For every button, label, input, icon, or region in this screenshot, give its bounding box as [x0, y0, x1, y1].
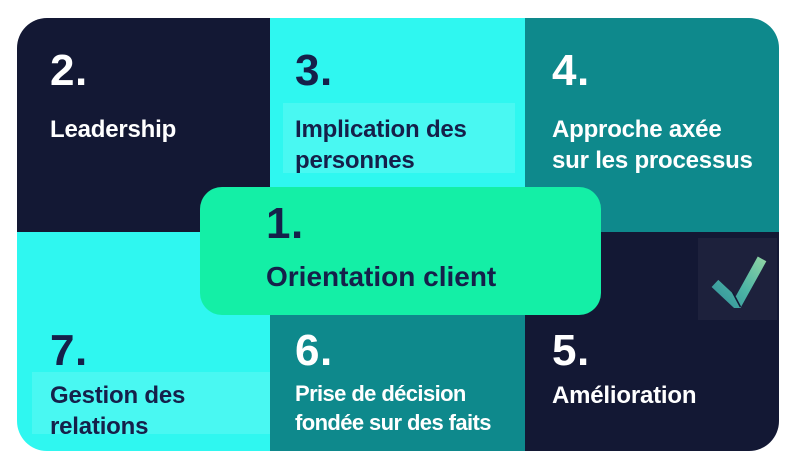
- label-highlight-band: [283, 103, 515, 173]
- principle-label: Gestion des relations: [50, 380, 270, 442]
- center-card-orientation-client: 1. Orientation client: [200, 187, 601, 315]
- label-line-1: Implication des: [295, 116, 467, 144]
- label-line-2: relations: [50, 413, 149, 441]
- principle-label: Implication des personnes: [295, 114, 525, 176]
- principle-number: 4.: [552, 46, 590, 95]
- principle-label: Leadership: [50, 116, 177, 144]
- principles-card: 2. Leadership 3. Implication des personn…: [17, 18, 779, 451]
- tile-gestion-relations: 7. Gestion des relations: [17, 232, 270, 451]
- principle-number: 7.: [50, 326, 88, 375]
- principle-number: 2.: [50, 46, 88, 95]
- checkmark-icon: [711, 256, 767, 308]
- label-line-1: Prise de décision: [295, 381, 466, 407]
- principle-number: 1.: [266, 199, 304, 248]
- label-line-2: personnes: [295, 147, 415, 175]
- tile-leadership: 2. Leadership: [17, 18, 270, 232]
- label-line-1: Gestion des: [50, 382, 186, 410]
- principle-label: Orientation client: [266, 261, 497, 293]
- label-line-2: sur les processus: [552, 147, 753, 175]
- principle-label: Approche axée sur les processus: [552, 114, 779, 176]
- label-highlight-band: [32, 372, 270, 434]
- principle-number: 5.: [552, 326, 590, 375]
- principle-number: 3.: [295, 46, 333, 95]
- principle-number: 6.: [295, 326, 333, 375]
- principle-label: Amélioration: [552, 382, 697, 410]
- label-line-1: Approche axée: [552, 116, 722, 144]
- principle-label: Prise de décision fondée sur des faits: [295, 380, 525, 437]
- label-line-2: fondée sur des faits: [295, 409, 491, 435]
